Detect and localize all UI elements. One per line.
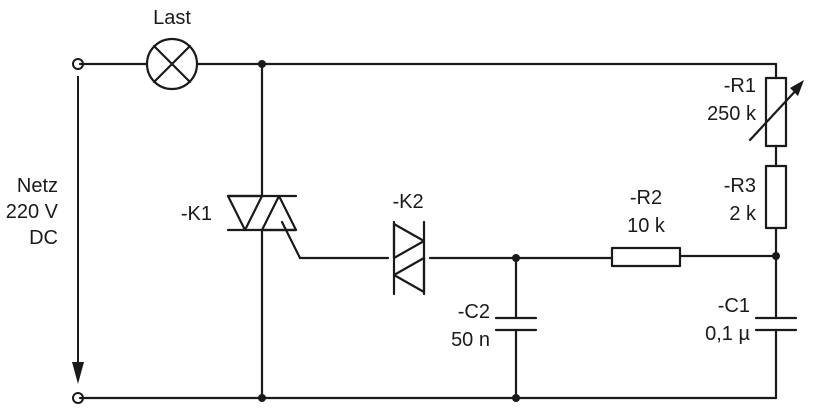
- resistor-r3-symbol: [764, 164, 788, 230]
- diac-k2-symbol: [392, 220, 426, 296]
- potentiometer-r1-symbol: [748, 76, 804, 148]
- capacitor-c1-symbol: [754, 316, 798, 332]
- c1-value: 0,1 µ: [705, 323, 750, 345]
- c2-label: -C2: [458, 301, 490, 323]
- junction-dot: [772, 252, 780, 260]
- supply-terminals: [72, 58, 84, 404]
- supply-label-line3: DC: [29, 227, 58, 249]
- lamp-symbol: [145, 37, 199, 91]
- r1-value: 250 k: [707, 103, 757, 125]
- r2-label: -R2: [630, 187, 662, 209]
- lamp-label: Last: [153, 7, 191, 29]
- k2-label: -K2: [392, 191, 423, 213]
- supply-label-line1: Netz: [17, 175, 58, 197]
- capacitor-c2-symbol: [494, 316, 538, 332]
- c2-value: 50 n: [451, 329, 490, 351]
- wiring: [78, 62, 778, 400]
- junction-dot: [258, 394, 266, 402]
- r2-value: 10 k: [627, 215, 666, 237]
- resistor-r2-symbol: [610, 246, 682, 268]
- voltage-arrow-head: [72, 362, 84, 384]
- k1-label: -K1: [181, 203, 212, 225]
- triac-k1-symbol: [226, 194, 298, 232]
- r3-value: 2 k: [729, 203, 757, 225]
- junction-dot: [512, 254, 520, 262]
- terminal-top: [72, 58, 84, 70]
- r3-label: -R3: [724, 175, 756, 197]
- supply-label: Netz 220 V DC: [6, 175, 59, 249]
- r1-label: -R1: [724, 75, 756, 97]
- supply-label-line2: 220 V: [6, 201, 59, 223]
- c1-label: -C1: [718, 295, 750, 317]
- junction-dot: [258, 60, 266, 68]
- junction-dot: [512, 394, 520, 402]
- junction-dots: [258, 60, 780, 402]
- terminal-bottom: [72, 392, 84, 404]
